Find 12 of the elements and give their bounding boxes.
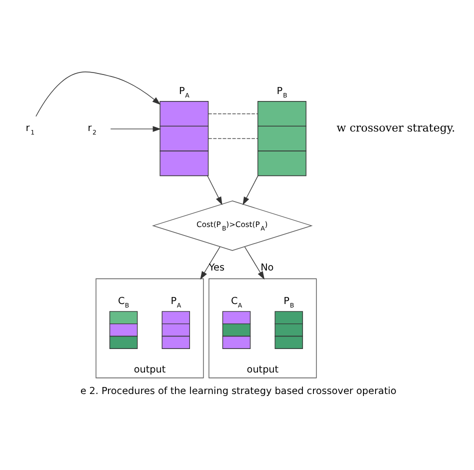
node-label: P$_{A}$: [178, 85, 190, 99]
node-label: C$_{B}$: [118, 296, 130, 309]
node-label: P$_{B}$: [276, 85, 288, 99]
label: w crossover strategy.: [336, 121, 456, 134]
caption: e 2. Procedures of the learning strategy based crossover operatio: [80, 385, 396, 396]
node-label: C$_{A}$: [230, 296, 242, 309]
edge-label: Yes: [208, 262, 224, 274]
node-label: P$_{B}$: [284, 296, 294, 309]
node-label: P$_{A}$: [170, 296, 182, 309]
edge-label: No: [260, 262, 274, 274]
node-text: r$_{1}$: [26, 122, 35, 136]
node-text: r$_{2}$: [88, 122, 96, 136]
